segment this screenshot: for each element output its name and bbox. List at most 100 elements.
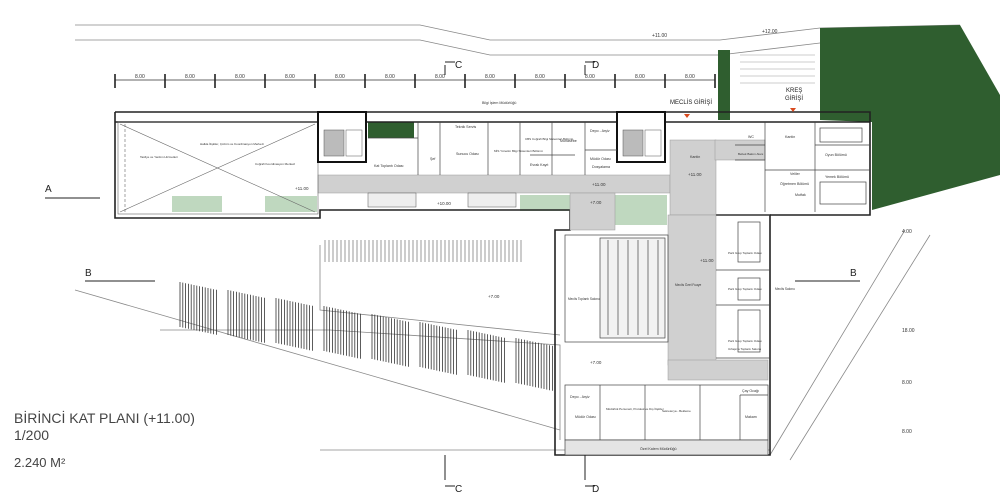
grid-dimension-label: 8.00 xyxy=(335,74,345,80)
parking-block xyxy=(419,322,457,375)
room-depo-arsiv: Depo - Arşiv xyxy=(590,129,610,133)
grid-dimension-labels: 8.00 8.00 8.00 8.00 8.00 8.00 8.00 8.00 8.00 8.00… xyxy=(135,74,695,80)
light-green-4 xyxy=(615,195,667,225)
grid-dimension-line xyxy=(114,74,716,88)
room-mudur: Müdür Odası xyxy=(590,157,611,161)
room-left-3: Coğrafi Koordinasyon Merkezi xyxy=(255,162,296,166)
corridors xyxy=(317,139,769,381)
section-d-top-label: D xyxy=(592,60,599,71)
room-parti-grup-3: Parti Grup Toplantı Odası xyxy=(728,339,762,343)
room-dosyalama: Dosyalama xyxy=(592,165,610,169)
grid-dimension-label: 8.00 xyxy=(285,74,295,80)
room-meclis-salonu: Meclis Salonu xyxy=(775,287,795,291)
room-mudur-2: Müdür Odası xyxy=(575,415,596,419)
kres-entrance-label: KREŞ xyxy=(786,88,802,94)
level-11-b: +11.00 xyxy=(592,182,606,187)
level-7-b: +7.00 xyxy=(488,294,500,299)
escalators xyxy=(367,192,517,208)
room-depo-arsiv-2: Depo - Arşiv xyxy=(570,395,590,399)
room-veliler: Veliler xyxy=(790,172,801,176)
room-cbs: CBS Coğrafi Bilgi Sistemleri Bölümü xyxy=(525,137,574,141)
room-personel: Müdürlük Personeli, Protokol ve Dış İliş… xyxy=(606,406,664,411)
parking-block xyxy=(323,306,361,359)
grid-dimension-label: 8.00 xyxy=(435,74,445,80)
entrance-steps xyxy=(740,54,815,84)
stair-core-left xyxy=(317,111,367,163)
kres-entrance-sub-label: GİRİŞİ xyxy=(785,95,803,102)
room-kat-toplanti: Kat Toplantı Odası xyxy=(374,164,404,168)
council-hall xyxy=(564,234,669,343)
grid-dimension-label: 8.00 xyxy=(635,74,645,80)
plan-title: BİRİNCİ KAT PLANI (+11.00) xyxy=(14,410,195,426)
room-ozel-kalem: Özel Kalem Müdürlüğü xyxy=(640,447,677,451)
grid-dimension-label: 8.00 xyxy=(185,74,195,80)
stair-core-right xyxy=(616,111,666,163)
side-dimension-label: 4.00 xyxy=(902,229,912,235)
room-teknik-servis: Teknik Servis xyxy=(455,125,476,129)
room-meclis-toplanti: Meclis Toplantı Salonu xyxy=(568,297,600,301)
side-dimension-label: 8.00 xyxy=(902,380,912,386)
level-11-top: +11.00 xyxy=(652,33,667,39)
side-dimension-label: 18.00 xyxy=(902,328,915,334)
parking-block xyxy=(371,314,409,367)
green-landscape-area xyxy=(820,25,1000,210)
room-left-1: Tasfiye ve Yardım Hizmetleri xyxy=(140,155,178,159)
room-kantin: Kantin xyxy=(690,155,700,159)
light-green-2 xyxy=(265,196,317,212)
light-green-1 xyxy=(172,196,222,212)
room-mutfak: Mutfak xyxy=(795,193,806,197)
section-c-bottom-label: C xyxy=(455,484,462,495)
room-parti-grup-2: Parti Grup Toplantı Odası xyxy=(728,287,762,291)
meclis-entrance-arrow xyxy=(684,114,690,118)
plan-scale: 1/200 xyxy=(14,427,50,443)
bottom-offices xyxy=(564,384,769,456)
room-evrak-kayit: Evrak Kayıt xyxy=(530,163,548,167)
parking-block xyxy=(275,298,313,351)
kindergarten xyxy=(735,122,870,212)
level-10: +10.00 xyxy=(437,201,451,206)
room-uzlasma: Uzlaşma Toplantı Salonu xyxy=(728,347,761,351)
room-bilgi-islem: Bilgi İşlem Müdürlüğü xyxy=(482,100,516,105)
level-7-c: +7.00 xyxy=(590,360,602,365)
room-sef: Şef xyxy=(430,157,435,161)
grid-dimension-label: 8.00 xyxy=(235,74,245,80)
room-bebek: Bebek Bakım Alanı xyxy=(738,152,764,156)
grid-dimension-label: 8.00 xyxy=(585,74,595,80)
room-meclis-ozel: Meclis Özel Fuaye xyxy=(675,283,701,287)
section-b-left-label: B xyxy=(85,268,92,279)
section-c-top-label: C xyxy=(455,60,462,71)
left-hall xyxy=(117,121,319,215)
parking-block xyxy=(515,338,553,391)
light-green-3 xyxy=(520,195,570,211)
parking-block xyxy=(179,282,217,335)
office-partitions xyxy=(368,122,617,175)
section-d-bottom-label: D xyxy=(592,484,599,495)
grid-dimension-label: 8.00 xyxy=(385,74,395,80)
side-dimension-labels: 4.00 18.00 8.00 8.00 xyxy=(902,229,915,435)
room-cay: Çay Ocağı xyxy=(742,389,759,393)
parking-block xyxy=(467,330,505,383)
section-b-right-label: B xyxy=(850,268,857,279)
level-11-c: +11.00 xyxy=(688,172,702,177)
level-11-d: +11.00 xyxy=(700,258,714,263)
kres-entrance-arrow xyxy=(790,108,796,112)
parking-block xyxy=(227,290,265,343)
side-dimension-label: 8.00 xyxy=(902,429,912,435)
room-sekreterya: Sekreterya - Bekleme xyxy=(662,409,691,413)
room-makam: Makam xyxy=(745,415,757,419)
room-kantin-kres: Kantin xyxy=(785,135,795,139)
green-courtyard-1 xyxy=(368,122,414,138)
room-oyun: Oyun Bölümü xyxy=(825,153,847,157)
level-11-a: +11.00 xyxy=(295,186,309,191)
level-12: +12.00 xyxy=(762,29,778,35)
grid-dimension-label: 8.00 xyxy=(135,74,145,80)
room-muhasebe: Muhasebe xyxy=(560,139,577,143)
room-parti-grup-1: Parti Grup Toplantı Odası xyxy=(728,251,762,255)
room-ogretmen: Öğretmen Bölümü xyxy=(780,182,809,186)
room-sunucu: Sunucu Odası xyxy=(456,152,479,156)
room-left-2: Halkla İlişkiler, Çözüm ve Koordinasyon … xyxy=(200,141,264,146)
section-lines xyxy=(45,61,860,487)
grid-dimension-label: 8.00 xyxy=(535,74,545,80)
section-a-label: A xyxy=(45,184,52,195)
party-rooms xyxy=(716,214,770,359)
